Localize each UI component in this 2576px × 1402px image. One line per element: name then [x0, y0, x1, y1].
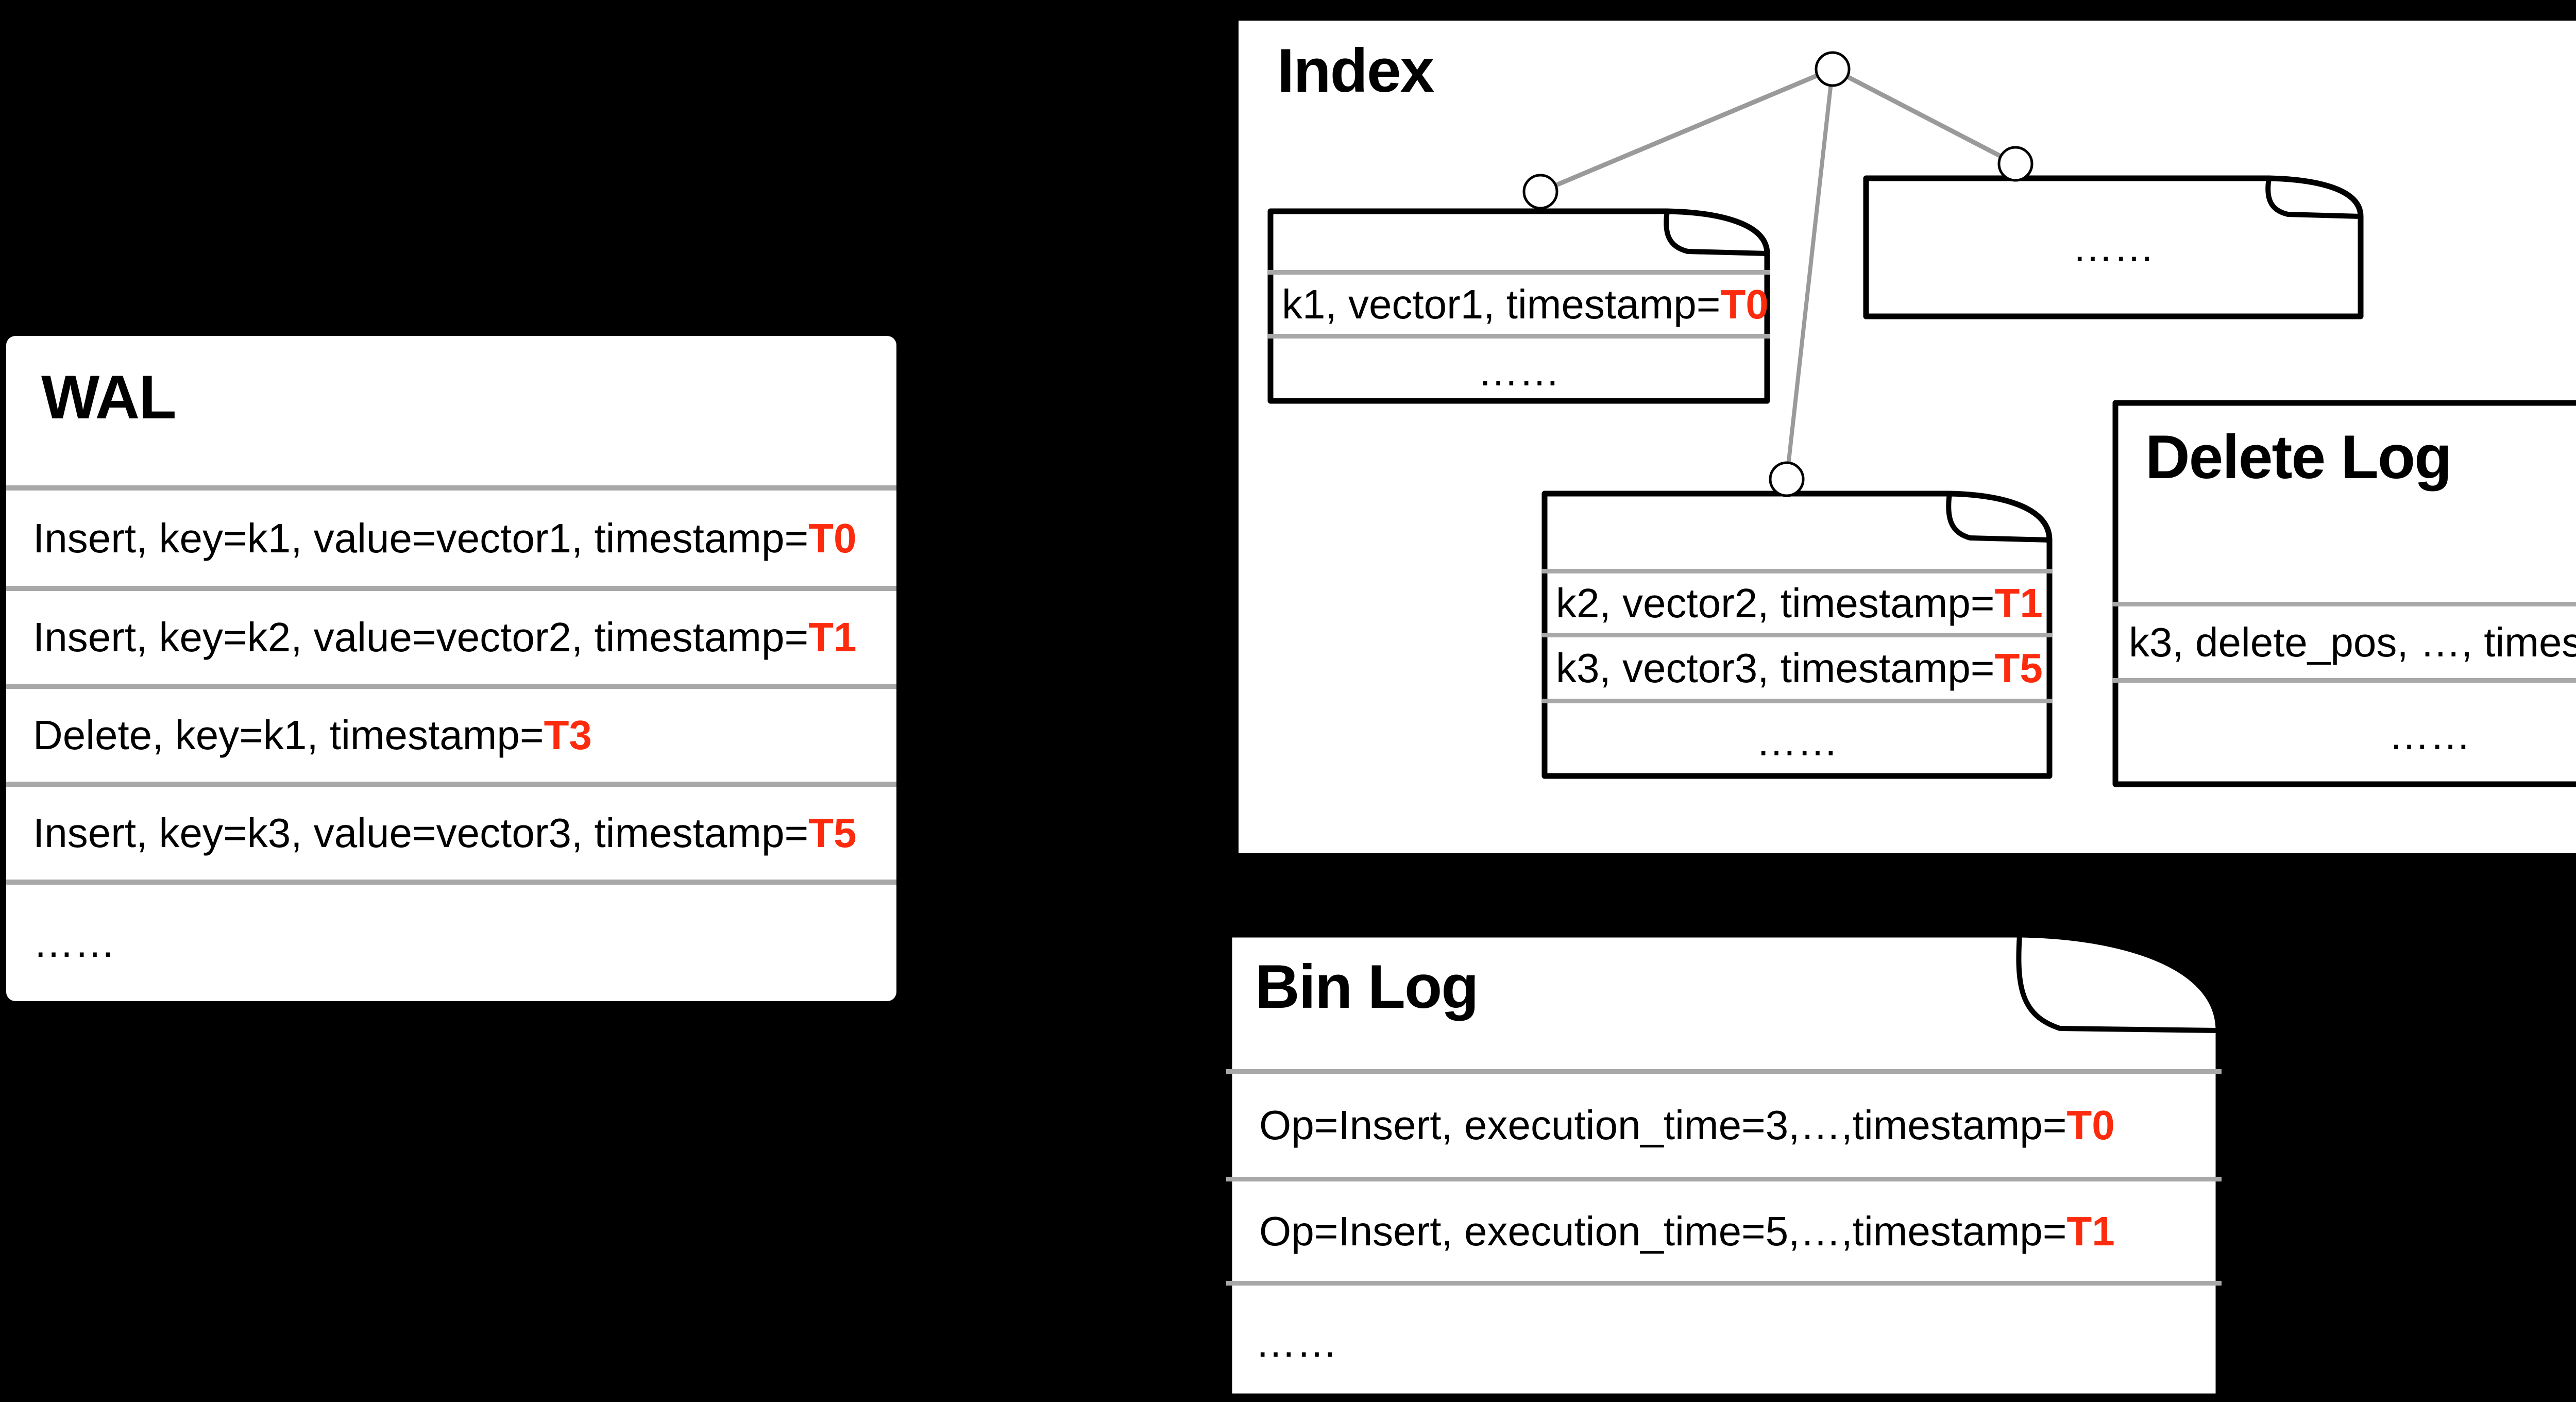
bin-log-row-text: Op=Insert, execution_time=5,…,timestamp=: [1259, 1208, 2067, 1254]
segment-row-text: k3, vector3, timestamp=: [1556, 645, 1995, 691]
bin-log-row-text: ……: [1255, 1319, 1337, 1365]
wal-entry-row: Insert, key=k3, value=vector3, timestamp…: [6, 782, 896, 880]
wal-log-panel: WAL Insert, key=k1, value=vector1, times…: [6, 336, 896, 1001]
delete-log-file: Delete Log k3, delete_pos, …, timestamp=…: [2112, 400, 2576, 787]
wal-entry-row: Insert, key=k1, value=vector1, timestamp…: [6, 485, 896, 586]
delete-log-title-zone: Delete Log: [2112, 400, 2576, 602]
document-outline-icon: [2112, 400, 2576, 787]
wal-entry-timestamp: T5: [808, 810, 857, 856]
bin-log-row: Op=Insert, execution_time=3,…,timestamp=…: [1226, 1069, 2222, 1177]
wal-entry-text: Insert, key=k3, value=vector3, timestamp…: [33, 810, 809, 856]
segment-row: k1, vector1, timestamp=T0: [1267, 270, 1770, 334]
segment-row-ellipsis: ……: [1267, 334, 1770, 404]
wal-entry-row: Insert, key=k2, value=vector2, timestamp…: [6, 586, 896, 684]
segment-row-text: k2, vector2, timestamp=: [1556, 580, 1995, 626]
bin-log-title: Bin Log: [1255, 952, 1479, 1021]
segment-row: k2, vector2, timestamp=T1: [1541, 569, 2053, 633]
delete-log-row: k3, delete_pos, …, timestamp=T3: [2112, 602, 2576, 678]
segment-row: k3, vector3, timestamp=T5: [1541, 633, 2053, 699]
segment-row-timestamp: T1: [1994, 580, 2043, 626]
wal-entry-timestamp: T0: [808, 515, 857, 561]
index-segment-file-1: k1, vector1, timestamp=T0 ……: [1267, 208, 1770, 404]
delete-log-row-text: ……: [2388, 712, 2471, 758]
bin-log-row-text: Op=Insert, execution_time=3,…,timestamp=: [1259, 1102, 2067, 1148]
document-fold-icon: [2016, 932, 2221, 1033]
segment-row-timestamp: T0: [1720, 281, 1769, 327]
wal-entry-text: Insert, key=k1, value=vector1, timestamp…: [33, 515, 809, 561]
wal-entry-text: Delete, key=k1, timestamp=: [33, 712, 544, 758]
delete-log-row-text: k3, delete_pos, …, timestamp=: [2129, 619, 2576, 665]
segment-row-text: ……: [1478, 348, 1560, 394]
wal-title-zone: WAL: [6, 336, 896, 485]
segment-file-header: [1267, 208, 1770, 270]
bin-log-file: Bin Log Op=Insert, execution_time=3,…,ti…: [1226, 932, 2222, 1399]
segment-row-text: ……: [1756, 718, 1838, 764]
document-outline-icon: [1863, 175, 2364, 319]
segment-row-ellipsis: ……: [1863, 175, 2364, 319]
bin-log-row-timestamp: T0: [2066, 1102, 2115, 1148]
document-fold-icon: [2265, 176, 2363, 219]
delete-log-title: Delete Log: [2145, 423, 2452, 492]
wal-entry-timestamp: T3: [544, 712, 592, 758]
segment-row-ellipsis: ……: [1541, 699, 2053, 779]
index-title: Index: [1277, 36, 1434, 105]
wal-entry-row-ellipsis: ……: [6, 880, 896, 1001]
index-segment-file-2: k2, vector2, timestamp=T1 k3, vector3, t…: [1541, 491, 2053, 779]
bin-log-row-ellipsis: ……: [1226, 1281, 2222, 1399]
index-segment-file-3: ……: [1863, 175, 2364, 319]
delete-log-row-ellipsis: ……: [2112, 678, 2576, 787]
wal-entry-row: Delete, key=k1, timestamp=T3: [6, 684, 896, 782]
segment-file-header: [1541, 491, 2053, 569]
wal-title: WAL: [41, 363, 177, 432]
wal-entry-text: Insert, key=k2, value=vector2, timestamp…: [33, 614, 809, 660]
bin-log-row-timestamp: T1: [2066, 1208, 2115, 1254]
wal-entry-text: ……: [33, 920, 115, 966]
segment-row-text: ……: [2072, 224, 2155, 270]
document-fold-icon: [1664, 209, 1770, 256]
segment-row-timestamp: T5: [1994, 645, 2043, 691]
wal-entry-timestamp: T1: [808, 614, 857, 660]
segment-row-text: k1, vector1, timestamp=: [1282, 281, 1721, 327]
document-fold-icon: [1946, 491, 2052, 543]
bin-log-title-zone: Bin Log: [1226, 932, 2222, 1069]
bin-log-row: Op=Insert, execution_time=5,…,timestamp=…: [1226, 1177, 2222, 1281]
document-outline-icon: [1267, 208, 1770, 404]
